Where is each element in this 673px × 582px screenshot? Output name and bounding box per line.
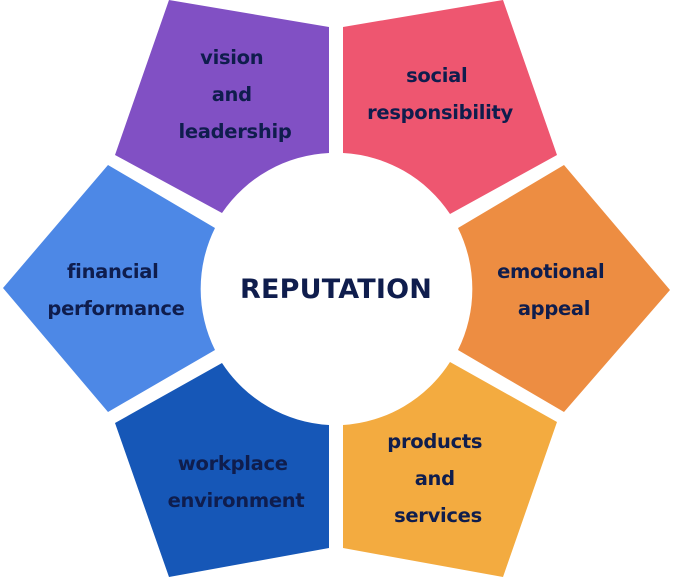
- svg-text:social responsibility: social responsibility: [367, 64, 513, 124]
- center-circle: [205, 158, 467, 420]
- segment-shape: [343, 0, 557, 214]
- segment-label-line: products: [387, 430, 482, 453]
- segment-shape: [115, 0, 329, 213]
- svg-text:workplace environment: workplace environment: [168, 452, 305, 512]
- svg-text:emotional appeal: emotional appeal: [497, 260, 611, 320]
- segment-shape: [3, 165, 215, 412]
- segment-label-line: and: [212, 83, 252, 106]
- segment-emotional-appeal: emotional appeal: [458, 165, 670, 412]
- segment-label-line: appeal: [518, 297, 590, 320]
- segment-label-line: performance: [47, 297, 184, 320]
- segment-label-line: leadership: [178, 120, 291, 143]
- segment-products-and-services: products and services: [343, 362, 557, 577]
- segment-label-line: emotional: [497, 260, 604, 283]
- segment-label-line: and: [415, 467, 455, 490]
- segment-label-line: vision: [200, 46, 263, 69]
- segment-social-responsibility: social responsibility: [343, 0, 557, 214]
- segment-label-line: services: [394, 504, 482, 527]
- svg-text:financial performance: financial performance: [47, 260, 184, 320]
- segment-shape: [458, 165, 670, 412]
- segment-label-line: financial: [67, 260, 158, 283]
- segment-label-line: responsibility: [367, 101, 513, 124]
- segment-financial-performance: financial performance: [3, 165, 215, 412]
- segment-label-line: social: [406, 64, 467, 87]
- center-hub: REPUTATION: [205, 158, 467, 420]
- segment-workplace-environment: workplace environment: [115, 363, 329, 577]
- segment-shape: [343, 362, 557, 577]
- segment-label-line: environment: [168, 489, 305, 512]
- svg-text:products and servi: products and services: [387, 430, 488, 527]
- center-label: REPUTATION: [240, 274, 432, 305]
- segment-label-line: workplace: [178, 452, 288, 475]
- svg-text:vision and leaders: vision and leadership: [178, 46, 291, 143]
- segment-shape: [115, 363, 329, 577]
- segment-vision-and-leadership: vision and leadership: [115, 0, 329, 213]
